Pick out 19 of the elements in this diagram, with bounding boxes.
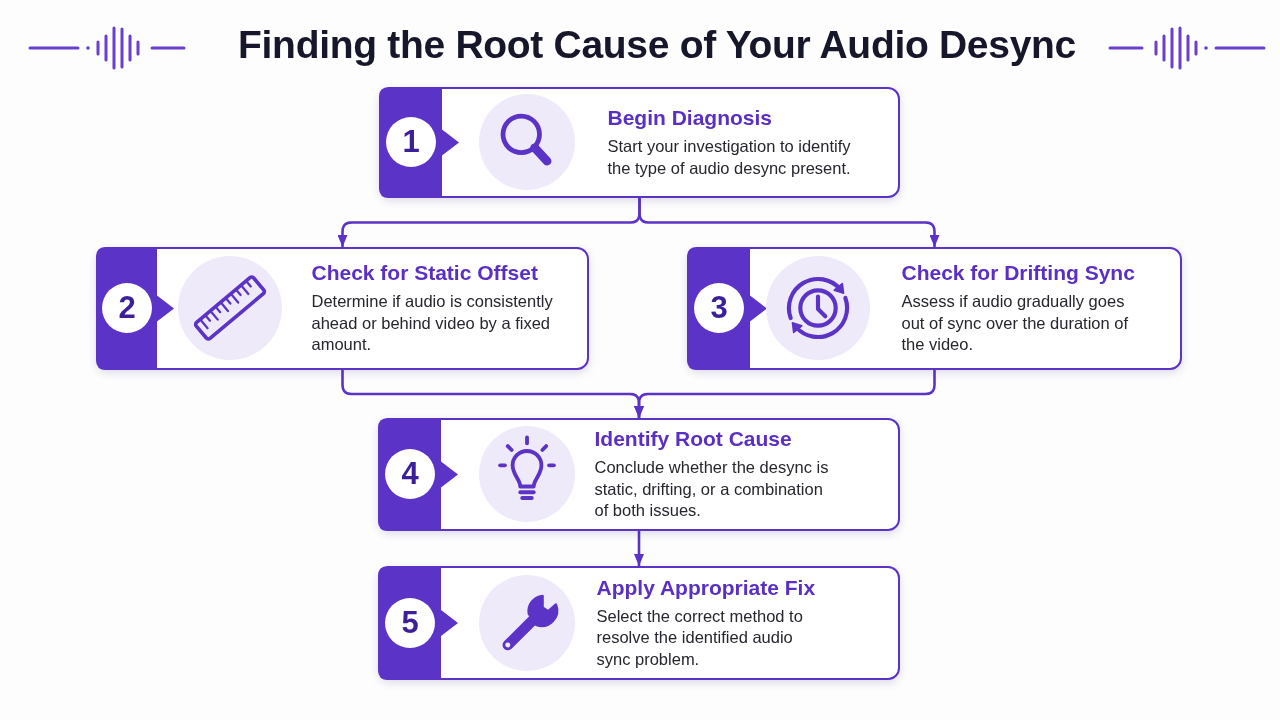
step-card [96,247,589,370]
step-description: Select the correct method to resolve the identified audio sync problem. [596,605,804,670]
step-heading: Check for Drifting Sync [901,260,1135,287]
title: Finding the Root Cause of Your Audio Desync [238,22,1076,68]
step-card [378,566,900,680]
step-card [378,418,900,531]
step-description: Start your investigation to identify the type of audio desync present. [607,136,852,179]
arrow [638,198,940,247]
arrow [634,531,644,566]
step-heading: Apply Appropriate Fix [596,574,816,601]
step-heading: Identify Root Cause [594,426,792,453]
step-card [687,247,1182,370]
arrow [634,370,936,418]
step-heading: Check for Static Offset [311,260,538,287]
step-description: Assess if audio gradually goes out of sync over the duration of the video. [901,291,1130,356]
step-heading: Begin Diagnosis [607,105,773,131]
step-card [379,87,900,198]
step-description: Determine if audio is consistently ahead or behind video by a fixed amount. [311,291,554,356]
step-description: Conclude whether the desync is static, drifting, or a combination of both issues. [594,457,830,522]
